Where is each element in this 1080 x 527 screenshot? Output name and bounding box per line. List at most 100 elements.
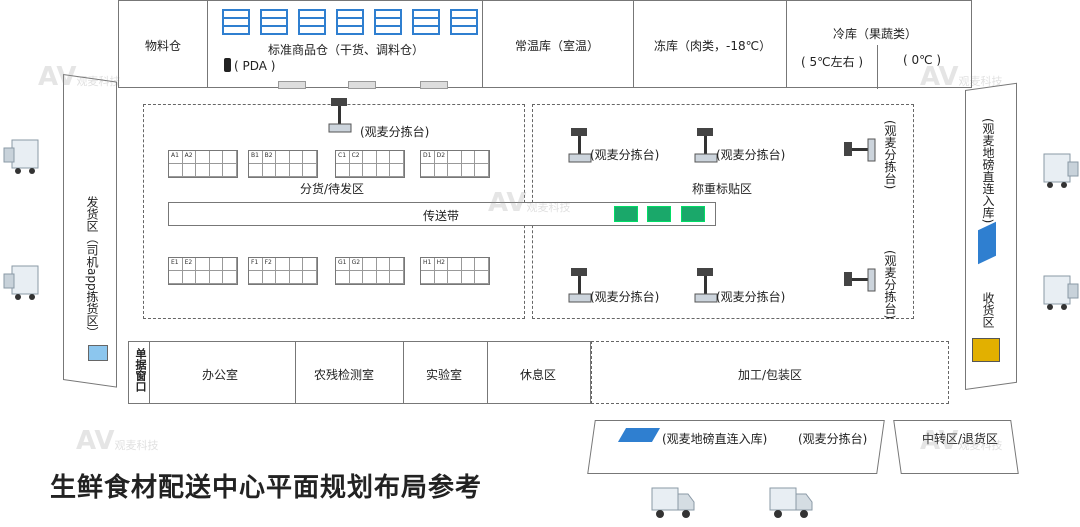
rack-cell [249, 164, 263, 177]
material-warehouse: 物料仓 [118, 0, 208, 88]
rack-cell [276, 258, 290, 271]
rack-cell [434, 164, 449, 177]
cold-divider [877, 45, 878, 89]
receipt-window: 单据窗口 [128, 341, 150, 404]
rack-cell [276, 271, 290, 284]
rack-cell: B1 [249, 151, 263, 164]
rack-cell [289, 151, 304, 164]
rack-cell [223, 271, 237, 284]
residue-lab: 农残检测室 [295, 341, 404, 404]
rack-cell [336, 271, 350, 284]
rack-cell [303, 151, 317, 164]
rack-cell: G2 [349, 258, 364, 271]
rack-cell [376, 271, 391, 284]
rack-cell [390, 271, 404, 284]
rack-cell [196, 271, 210, 284]
tablet-icon [88, 345, 108, 361]
shelf-icon [450, 9, 478, 35]
watermark-logo: AV观麦科技 [920, 62, 1003, 92]
rest-area: 休息区 [487, 341, 591, 404]
rack-cell [421, 164, 435, 177]
rack-cell: G1 [336, 258, 350, 271]
sorting-station-icon [844, 138, 876, 162]
pallet-icon [420, 81, 448, 89]
receiving-scale-label: (观麦地磅直连入库) [981, 118, 995, 224]
cold-b-label: ( 0℃ ) [903, 53, 942, 67]
rack-cell [303, 258, 317, 271]
sorting-station-label: (观麦分拣台) [883, 120, 897, 190]
sorting-station-label: (观麦分拣台) [360, 125, 430, 139]
rack-cell [209, 258, 224, 271]
bin-icon [647, 206, 671, 222]
watermark-logo: AV观麦科技 [38, 62, 121, 92]
conveyor-label: 传送带 [423, 209, 460, 223]
sorting-station-label: (观麦分拣台) [883, 250, 897, 320]
rack-cell [461, 151, 476, 164]
rack-cell [475, 164, 489, 177]
rack-cell [434, 271, 449, 284]
dock-scale-label: (观麦地磅直连入库) [662, 432, 768, 446]
rack-cell [223, 151, 237, 164]
rack-cell [475, 151, 489, 164]
office: 办公室 [149, 341, 296, 404]
truck-icon [3, 265, 39, 300]
sorting-station-icon [844, 268, 876, 292]
rack-cell [249, 271, 263, 284]
standard-warehouse-label: 标准商品仓（干货、调料仓） [268, 43, 425, 57]
pallet-icon [278, 81, 306, 89]
watermark-logo: AV观麦科技 [76, 426, 159, 456]
rack-cell [390, 258, 404, 271]
sorting-station-icon [328, 98, 352, 133]
pda-icon [224, 58, 231, 72]
truck-icon [769, 487, 813, 518]
sorting-station-icon [694, 128, 718, 163]
rack-cell: A1 [169, 151, 183, 164]
cold-a-label: ( 5℃左右 ) [801, 55, 864, 69]
rack-cell [363, 258, 377, 271]
frozen-storage: 冻库（肉类，-18℃） [633, 0, 787, 88]
laboratory: 实验室 [403, 341, 488, 404]
rack-cell [421, 271, 435, 284]
rack-cell [363, 151, 377, 164]
cold-storage: 冷库（果蔬类） ( 5℃左右 ) ( 0℃ ) [786, 0, 972, 89]
office-label: 办公室 [202, 368, 239, 382]
rack-cell [461, 258, 476, 271]
rack-cell [303, 271, 317, 284]
rest-area-label: 休息区 [520, 368, 557, 382]
sorting-station-icon [568, 128, 592, 163]
rack-cell [262, 164, 277, 177]
rack-cell [475, 271, 489, 284]
rack-cell: H2 [434, 258, 449, 271]
rack-cell [276, 164, 290, 177]
rack-cell: H1 [421, 258, 435, 271]
pda-label: ( PDA ) [234, 59, 276, 73]
rack-cell: F1 [249, 258, 263, 271]
shelf-icon [412, 9, 440, 35]
rack-cell: C2 [349, 151, 364, 164]
receipt-window-label: 单据窗口 [134, 348, 147, 392]
rack-cell [349, 164, 364, 177]
rack-cell [303, 164, 317, 177]
sorting-station-label: (观麦分拣台) [716, 290, 786, 304]
rack-cell [209, 164, 224, 177]
pallet-icon [348, 81, 376, 89]
rack-cell [182, 271, 197, 284]
rack-cell [349, 271, 364, 284]
shelf-icon [222, 9, 250, 35]
rack-cell [390, 151, 404, 164]
rack-cell [196, 151, 210, 164]
watermark-logo: AV观麦科技 [920, 426, 1003, 456]
rack-cell [376, 258, 391, 271]
rack-cell [289, 258, 304, 271]
sorting-station-icon [568, 268, 592, 303]
material-warehouse-label: 物料仓 [145, 39, 182, 53]
residue-lab-label: 农残检测室 [314, 368, 375, 382]
shelf-icon [336, 9, 364, 35]
standard-warehouse: 标准商品仓（干货、调料仓） ( PDA ) [207, 0, 483, 89]
weighing-zone-label: 称重标贴区 [692, 182, 753, 196]
watermark-logo: AV观麦科技 [488, 188, 571, 218]
rack-cell: E1 [169, 258, 183, 271]
